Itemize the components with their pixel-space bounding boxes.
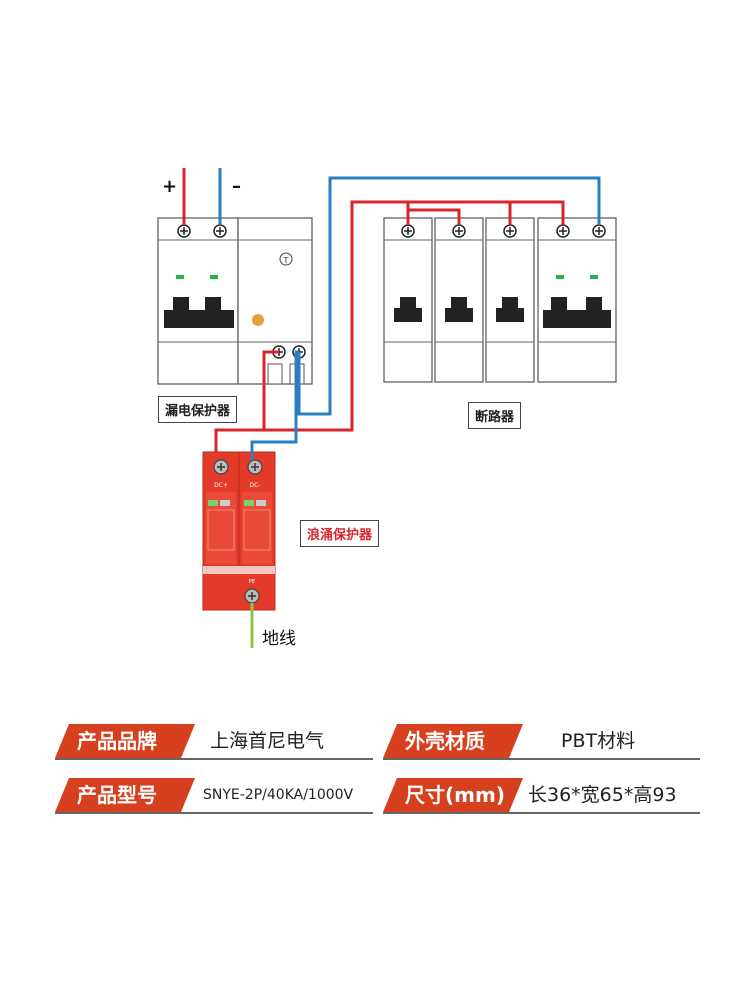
rcd-label: 漏电保护器 <box>158 396 238 423</box>
spec-label-model: 产品型号 <box>55 778 195 812</box>
breaker-1p-3 <box>485 217 535 383</box>
rcd-terminal-plus <box>177 224 191 238</box>
rcd-terminal-minus <box>213 224 227 238</box>
spec-value-size: 长36*宽65*高93 <box>528 784 677 806</box>
plus-sign: + <box>162 176 178 197</box>
spec-label-size: 尺寸(mm) <box>383 778 523 812</box>
spec-row-model: 产品型号 SNYE-2P/40KA/1000V <box>55 778 373 814</box>
spd-label: 浪涌保护器 <box>300 520 380 547</box>
rcd-handle <box>164 297 234 328</box>
spec-value-brand: 上海首尼电气 <box>210 730 325 752</box>
breaker-1p-2 <box>434 217 484 383</box>
spec-label-material: 外壳材质 <box>383 724 523 758</box>
wiring-diagram: T <box>157 168 617 648</box>
spec-row-material: 外壳材质 PBT材料 <box>383 724 700 760</box>
spd-dc-plus-text: DC+ <box>214 482 228 489</box>
rcd-indicator-dot <box>252 314 264 326</box>
ground-label: 地线 <box>262 629 296 649</box>
breaker-1p-1 <box>383 217 433 383</box>
spec-row-brand: 产品品牌 上海首尼电气 <box>55 724 373 760</box>
breaker-2p <box>537 217 617 383</box>
spec-value-model: SNYE-2P/40KA/1000V <box>203 787 354 803</box>
wires <box>182 168 601 648</box>
spd-dc-minus-text: DC- <box>250 482 261 489</box>
minus-sign: – <box>232 176 241 197</box>
breaker-devices <box>383 217 617 383</box>
rcd-test-mark: T <box>283 256 289 265</box>
negative-main-wire <box>297 176 601 416</box>
spec-label-brand: 产品品牌 <box>55 724 195 758</box>
spd-pe-text: PE <box>249 579 255 585</box>
spd-device: DC+ DC- PE <box>202 451 276 611</box>
breaker-label: 断路器 <box>468 402 522 429</box>
rcd-device: T <box>157 217 313 385</box>
spec-row-size: 尺寸(mm) 长36*宽65*高93 <box>383 778 700 814</box>
spec-value-material: PBT材料 <box>561 730 636 752</box>
